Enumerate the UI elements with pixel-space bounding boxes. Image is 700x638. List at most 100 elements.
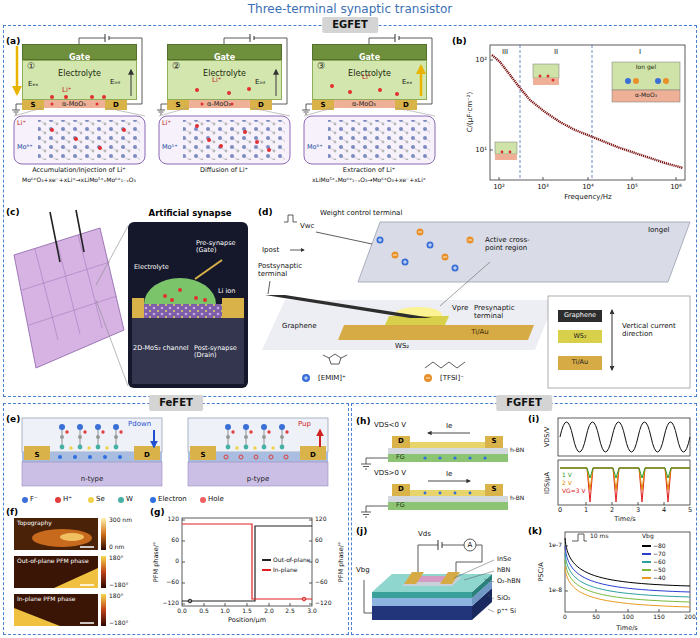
text-label: Ipost [262, 246, 279, 254]
text-label: D [403, 101, 409, 109]
text-label: 0.0 [177, 608, 187, 615]
text-label: 1 [584, 507, 588, 514]
legend-line [642, 577, 651, 579]
legend-dot [118, 497, 124, 503]
text-label: Ion gel [636, 64, 656, 71]
text-label: VG=3 V [562, 488, 586, 495]
text-label: O₂-hBN [497, 578, 521, 585]
node-heading: Gate [359, 51, 380, 64]
panel-letter: (b) [452, 36, 467, 46]
text-label: 2D-MoS₂ channel [133, 345, 189, 352]
text-label: VDS<0 V [374, 421, 406, 429]
panel-letter: (a) [6, 36, 20, 46]
axis-title: C/(μF·cm⁻²) [466, 92, 474, 133]
text-label: −120 [315, 600, 331, 607]
text-label: 10⁴ [582, 183, 594, 191]
text-label: Vertical current direction [622, 322, 686, 338]
node-heading: Gate [69, 51, 90, 64]
axis-title: PSC/A [538, 562, 545, 581]
legend-text: Hole [208, 495, 224, 504]
text-label: −180° [109, 620, 128, 627]
text-label: II [554, 48, 558, 56]
text-label: 1.0 [220, 608, 230, 615]
axis-title: VDS/V [544, 427, 551, 447]
legend-dot [150, 497, 156, 503]
text-label: 0.5 [199, 608, 209, 615]
text-label: Ie [446, 422, 452, 430]
text-label: 60 [171, 537, 179, 544]
text-label: Diffusion of Li⁺ [200, 167, 248, 174]
text-label: 2.0 [264, 608, 274, 615]
panel-letter: (i) [528, 414, 539, 424]
legend-item: −40 [642, 574, 666, 582]
legend-text: −60 [653, 558, 666, 566]
text-label: D [310, 451, 316, 459]
text-label: Vpre [452, 304, 468, 312]
legend-item: In-plane [262, 566, 297, 574]
text-label: FG [396, 454, 405, 461]
text-label: 2 V [562, 480, 572, 487]
text-label: Post-synapse (Drain) [194, 345, 246, 360]
legend-item: F⁻ [22, 495, 38, 504]
text-label: [TFSI]⁻ [440, 374, 464, 382]
text-label: I [639, 48, 641, 56]
text-label: ② [172, 61, 180, 71]
text-label: p-type [247, 475, 270, 483]
legend-text: W [126, 495, 133, 504]
text-label: Li⁺ [162, 120, 171, 127]
text-label: h-BN [510, 495, 524, 502]
text-label: ① [27, 61, 35, 71]
text-label: −180° [109, 582, 128, 589]
text-label: Pdown [128, 420, 151, 428]
legend-item: −60 [642, 558, 666, 566]
text-label: 10⁶ [670, 183, 682, 191]
legend-text: Out-of-plane [273, 556, 310, 564]
node-heading: FGFET [496, 395, 552, 411]
text-label: Ti/Au [471, 328, 489, 336]
text-label: S [491, 485, 496, 493]
text-label: 0 [563, 614, 567, 621]
text-label: Pre-synapse (Gate) [196, 240, 246, 255]
text-label: n-type [81, 475, 104, 483]
text-label: Topography [17, 520, 52, 527]
legend-text: F⁻ [30, 495, 38, 504]
text-label: SiO₂ [497, 595, 511, 602]
text-label: α-MoO₃ [62, 101, 86, 108]
legend-dot [55, 497, 61, 503]
text-label: FG [396, 502, 405, 509]
text-label: 1e-8 [549, 587, 563, 594]
legend-line [642, 561, 651, 563]
text-label: α-MoO₃ [207, 101, 231, 108]
legend-text: −40 [653, 574, 666, 582]
text-label: Vwc [300, 222, 314, 230]
text-label: 10² [493, 183, 505, 191]
text-label: Graphene [282, 322, 317, 330]
node-heading: Electrolyte [58, 69, 101, 78]
panel-letter: (f) [6, 507, 18, 517]
text-label: Mo⁶⁺ [307, 144, 323, 151]
text-label: Mo⁶⁺ [17, 144, 33, 151]
text-label: xLiMo⁵⁺ₓMo⁶⁺₁₋ₓO₃→Mo⁶⁺O₃+xe⁻+xLi⁺ [312, 177, 426, 184]
text-label: 0 [175, 558, 179, 565]
text-label: 120 [315, 516, 326, 523]
text-label: 60 [315, 537, 323, 544]
text-label: Out-of-plane PFM phase [17, 558, 89, 565]
text-label: 3.0 [307, 608, 317, 615]
text-label: 180° [109, 593, 123, 600]
text-label: hBN [497, 567, 510, 574]
text-label: InSe [497, 556, 511, 563]
text-label: Eₑₓ [28, 80, 38, 88]
legend-item: Out-of-plane [262, 556, 310, 564]
text-label: Electrolyte [134, 264, 169, 271]
text-label: 200 [684, 614, 695, 621]
text-label: Graphene [564, 312, 596, 319]
text-label: Pup [298, 420, 311, 428]
legend-text: Electron [158, 495, 187, 504]
text-label: 0 [558, 507, 562, 514]
text-label: 4 [662, 507, 666, 514]
legend-line [262, 569, 271, 571]
legend-text: −70 [653, 550, 666, 558]
legend-item: Se [88, 495, 105, 504]
text-label: D [258, 101, 264, 109]
legend-item: Hole [200, 495, 224, 504]
